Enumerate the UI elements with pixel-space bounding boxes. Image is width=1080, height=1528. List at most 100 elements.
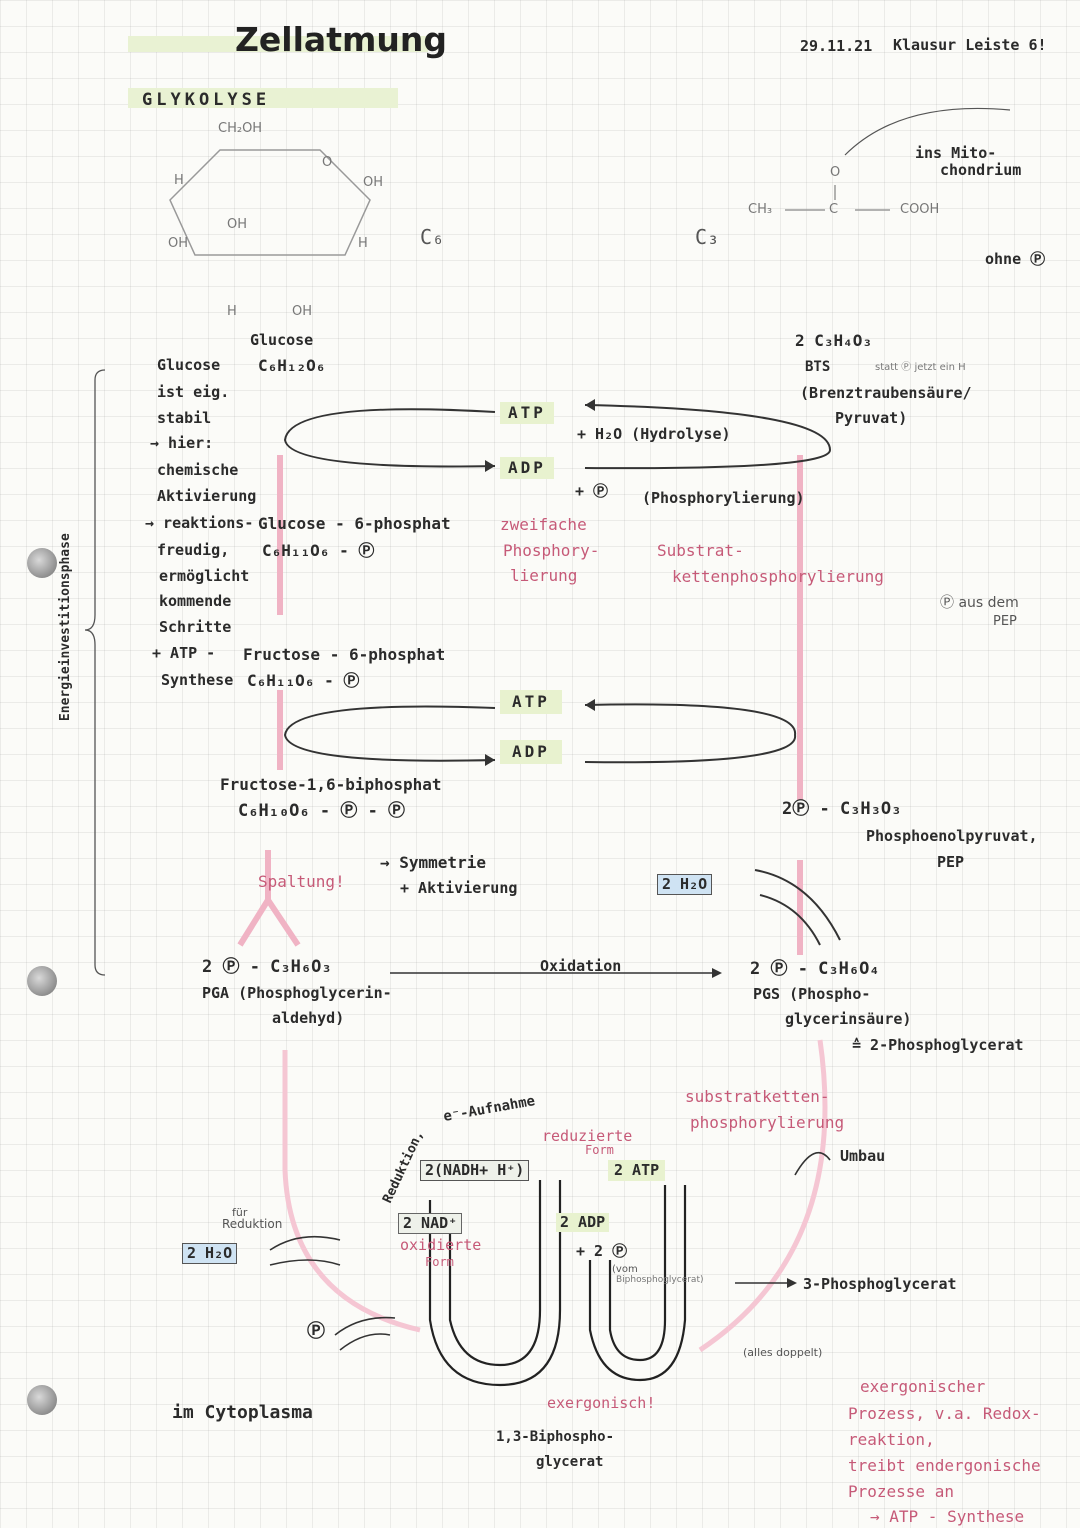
p2-label: + 2 Ⓟ — [576, 1242, 628, 1260]
pyruvate-ch3: CH₃ — [748, 202, 773, 217]
exo-line: Prozess, v.a. Redox- — [848, 1404, 1041, 1423]
pep-formula: 2Ⓟ - C₃H₃O₃ — [782, 799, 902, 819]
f16bp-label: Fructose-1,6-biphosphat — [220, 775, 442, 794]
atp-yield: 2 ATP — [608, 1160, 666, 1181]
atp-label: ATP — [500, 690, 562, 714]
g6p-formula: C₆H₁₁O₆ - Ⓟ — [262, 541, 375, 560]
note-line: freudig, — [157, 541, 230, 559]
phosphory-label: Phosphory- — [503, 541, 600, 560]
oh-label: OH — [227, 217, 248, 232]
bpg-label-2: glycerat — [536, 1454, 604, 1470]
bts-formula: 2 C₃H₄O₃ — [795, 331, 873, 350]
note-line: ermöglicht — [159, 567, 250, 585]
h-label: H — [227, 304, 237, 319]
nad-box: 2 NAD⁺ — [398, 1213, 463, 1234]
statt-note: statt Ⓟ jetzt ein H — [875, 362, 966, 373]
ch2oh-label: CH₂OH — [218, 121, 263, 136]
note-line: → reaktions- — [145, 514, 254, 532]
exo-line: reaktion, — [848, 1430, 935, 1449]
h2o-box: 2 H₂O — [657, 874, 713, 895]
note-line: kommende — [159, 592, 232, 610]
adp-label: ADP — [500, 457, 554, 479]
bpg-label: 1,3-Biphospho- — [496, 1429, 615, 1445]
pga-name: PGA (Phosphoglycerin- — [202, 984, 392, 1002]
hydrolyse-label: + H₂O (Hydrolyse) — [577, 425, 731, 443]
h2o-box-2: 2 H₂O — [182, 1243, 238, 1264]
oh-label: OH — [168, 236, 189, 251]
g6p-label: Glucose - 6-phosphat — [258, 514, 451, 533]
side-label: Energieinvestitionsphase — [57, 533, 73, 722]
substrat-label: Substrat- — [657, 541, 744, 560]
reduzierte-label: reduzierte — [542, 1127, 633, 1145]
bts-label: BTS — [805, 359, 831, 375]
pgs-equivalent: ≙ 2-Phosphoglycerat — [852, 1036, 1024, 1054]
exergonisch-label: exergonisch! — [547, 1394, 656, 1412]
aus-dem-label: Ⓟ aus dem — [940, 595, 1019, 611]
phosphorylierung2-label: phosphorylierung — [690, 1113, 845, 1132]
zweifache-label: zweifache — [500, 515, 587, 534]
note-line: → hier: — [150, 434, 214, 452]
phosphorylierung-label: (Phosphorylierung) — [642, 489, 805, 507]
pep-name: Phosphoenolpyruvat, — [866, 827, 1038, 845]
bts-name-2: Pyruvat) — [835, 409, 908, 427]
h-label: H — [358, 236, 368, 251]
ohne-label: ohne Ⓟ — [985, 250, 1046, 268]
fuer-label: für — [232, 1206, 248, 1219]
plus-p: + Ⓟ — [575, 482, 609, 500]
substrat2-label: substratketten- — [685, 1087, 830, 1106]
pyruvate-c: C — [829, 202, 839, 217]
aktivierung-label: + Aktivierung — [400, 879, 518, 897]
c3-label: C₃ — [695, 225, 720, 249]
mito-label: ins Mito- — [915, 144, 997, 162]
cytoplasma-label: im Cytoplasma — [172, 1402, 313, 1423]
note-line: Aktivierung — [157, 487, 257, 505]
bts-name: (Brenztraubensäure/ — [800, 384, 972, 402]
note-line: chemische — [157, 461, 239, 479]
biphospho-label: Biphosphoglycerat) — [616, 1275, 704, 1285]
ketten-label: kettenphosphorylierung — [672, 567, 884, 586]
vom-label: (vom — [612, 1264, 638, 1275]
oh-label: OH — [292, 304, 313, 319]
note-line: + ATP - — [152, 644, 216, 662]
h-label: H — [174, 173, 184, 188]
oxidierte-label: oxidierte — [400, 1236, 482, 1254]
punch-hole — [27, 1385, 57, 1415]
note-line: Synthese — [161, 671, 234, 689]
reduktion2-label: Reduktion — [222, 1217, 283, 1231]
lierung-label: lierung — [510, 566, 578, 585]
form2-label: Form — [425, 1255, 454, 1269]
exo-line: Prozesse an — [848, 1482, 954, 1501]
f16bp-formula: C₆H₁₀O₆ - Ⓟ - Ⓟ — [238, 801, 406, 821]
section-title: GLYKOLYSE — [142, 90, 271, 110]
note-line: Glucose — [157, 356, 221, 374]
mito-label-2: chondrium — [940, 161, 1022, 179]
pgs-formula: 2 Ⓟ - C₃H₆O₄ — [750, 959, 880, 979]
punch-hole — [27, 966, 57, 996]
pyruvate-cooh: COOH — [900, 202, 940, 217]
pep-small: PEP — [993, 614, 1017, 629]
pep-label: PEP — [937, 853, 965, 871]
glucose-structure-label: Glucose — [250, 331, 314, 349]
umbau-label: Umbau — [840, 1147, 886, 1165]
note-line: stabil — [157, 409, 212, 427]
nadh-box: 2(NADH+ H⁺) — [420, 1160, 530, 1181]
p-circle: Ⓟ — [307, 1321, 325, 1342]
oh-label: OH — [363, 175, 384, 190]
page-title: Zellatmung — [235, 20, 447, 59]
date-text: 29.11.21 — [800, 37, 873, 55]
pyruvate-o: O — [830, 165, 841, 180]
exam-text: Klausur Leiste 6! — [893, 36, 1047, 54]
note-line: Schritte — [159, 618, 232, 636]
pg3-label: 3-Phosphoglycerat — [803, 1275, 957, 1293]
f6p-label: Fructose - 6-phosphat — [243, 645, 446, 664]
symmetrie-label: → Symmetrie — [380, 853, 486, 872]
exo-line: → ATP - Synthese — [870, 1507, 1025, 1526]
pga-name-2: aldehyd) — [272, 1009, 345, 1027]
oxidation-label: Oxidation — [540, 957, 622, 975]
c6-label: C₆ — [420, 225, 445, 249]
pgs-name: PGS (Phospho- — [753, 985, 871, 1003]
adp-label: ADP — [500, 740, 562, 764]
exo-line: treibt endergonische — [848, 1456, 1041, 1475]
glucose-formula: C₆H₁₂O₆ — [258, 356, 326, 375]
